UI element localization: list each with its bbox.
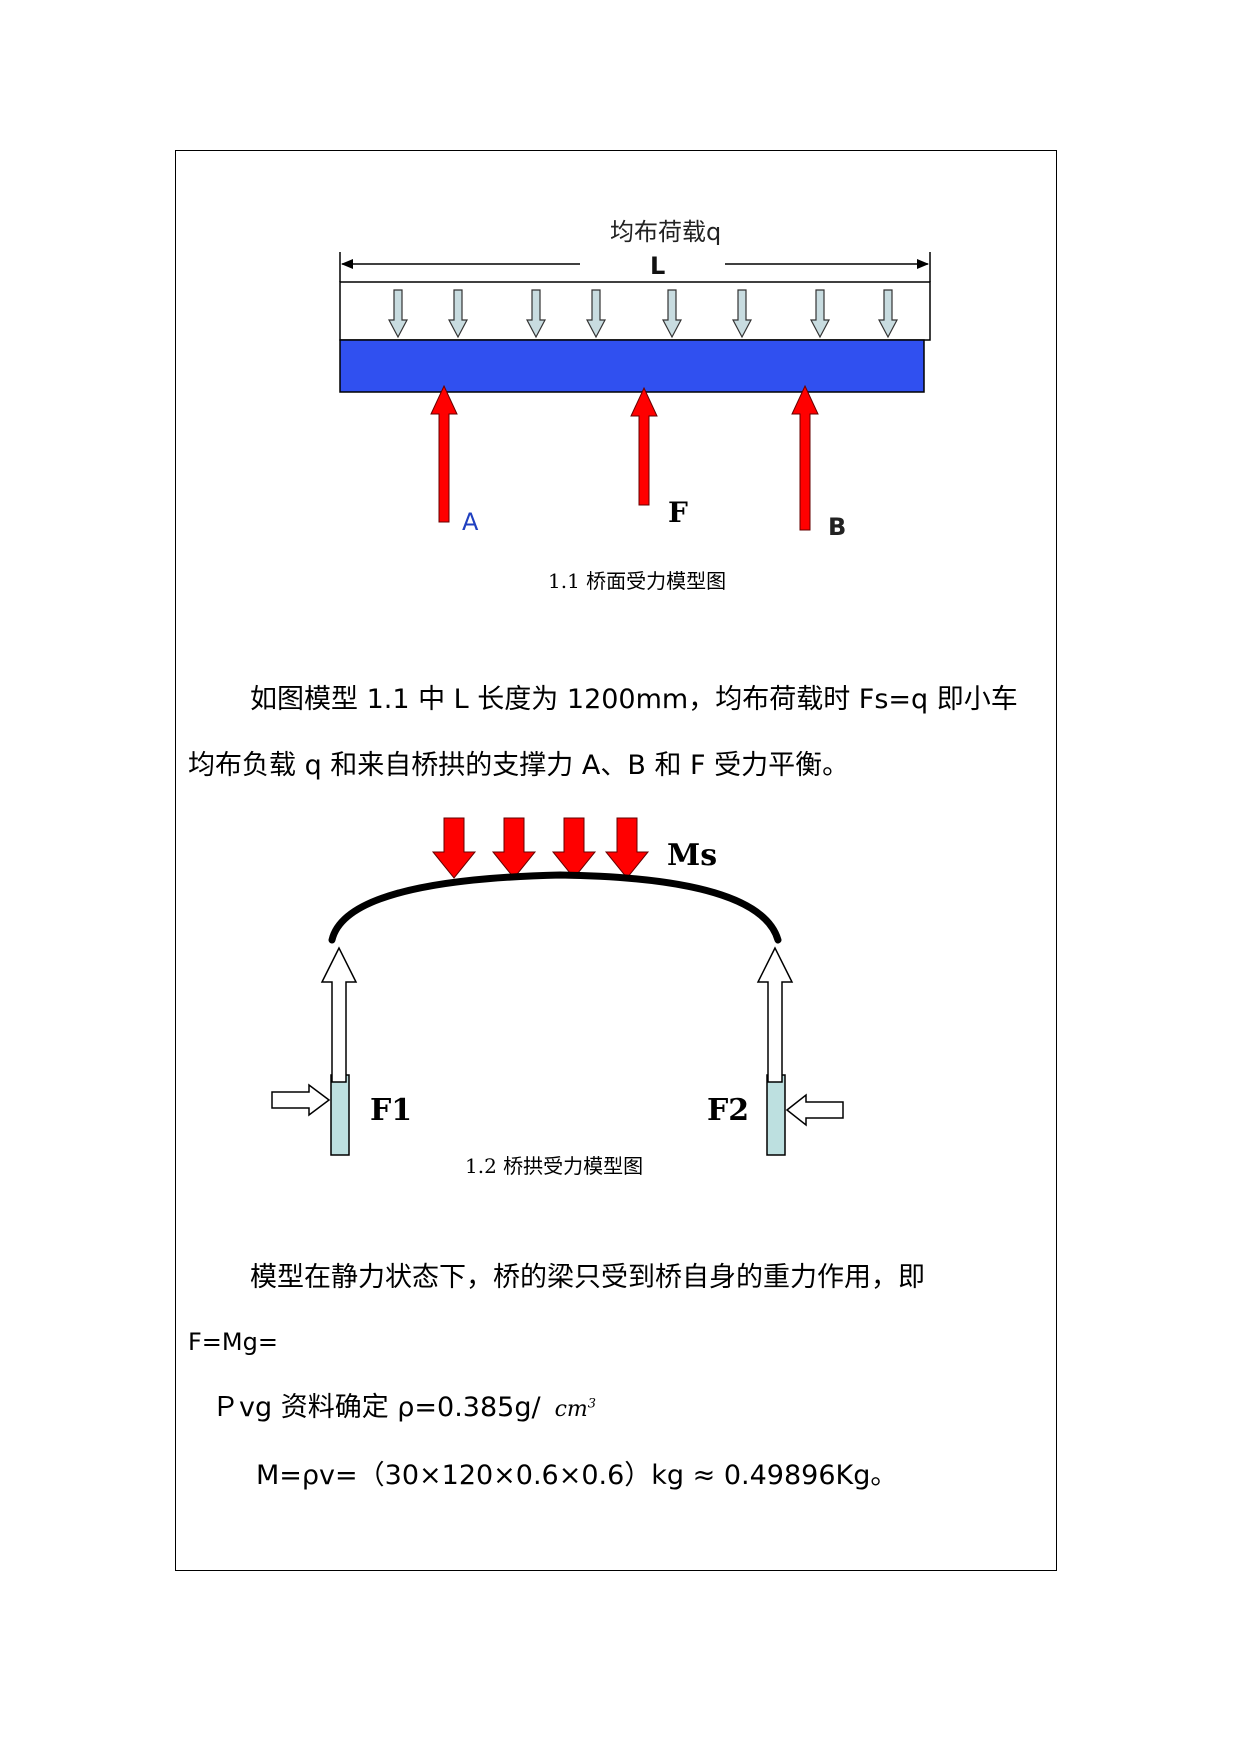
deck-force-diagram: 均布荷载q L A F B	[339, 218, 931, 541]
horizontal-arrow-f2	[785, 1093, 844, 1127]
support-arrow-a	[430, 384, 458, 523]
label-f: F	[668, 496, 688, 529]
paragraph1-line2: 均布负载 q 和来自桥拱的支撑力 A、B 和 F 受力平衡。	[188, 750, 850, 781]
support-arrow-shape	[791, 384, 819, 531]
arch-force-diagram: Ms F1 F2	[271, 817, 844, 1156]
ms-arrow-2	[491, 817, 537, 879]
load-box	[339, 281, 931, 341]
figure1-caption: 1.1 桥面受力模型图	[548, 569, 727, 593]
load-arrow-5	[662, 289, 682, 339]
label-f1: F1	[370, 1093, 412, 1128]
paragraph1-line1: 如图模型 1.1 中 L 长度为 1200mm，均布荷载时 Fs=q 即小车	[250, 684, 1018, 715]
figure2-caption: 1.2 桥拱受力模型图	[465, 1154, 644, 1178]
vertical-arrow-f1	[320, 946, 358, 1083]
support-arrow-f	[630, 386, 658, 506]
load-arrow-4	[586, 289, 606, 339]
post-left	[330, 1074, 350, 1156]
label-ms: Ms	[667, 838, 717, 873]
label-f2: F2	[707, 1093, 749, 1128]
arch-load-arrows	[431, 817, 650, 879]
label-b: B	[828, 513, 846, 541]
vertical-arrow-f2	[756, 946, 794, 1083]
paragraph2-line4: M=ρv=（30×120×0.6×0.6）kg ≈ 0.49896Kg。	[256, 1460, 898, 1491]
distributed-load-arrows	[388, 289, 898, 339]
density-text: Ｐvg 资料确定 ρ=0.385g/	[212, 1392, 541, 1423]
dimension-arrowhead-right	[917, 259, 929, 269]
unit-exponent: 3	[587, 1396, 597, 1412]
arch-curve	[328, 871, 782, 944]
paragraph2-line1: 模型在静力状态下，桥的梁只受到桥自身的重力作用，即	[250, 1262, 925, 1293]
beam	[339, 339, 925, 393]
label-a: A	[462, 508, 479, 536]
load-arrow-3	[526, 289, 546, 339]
content-frame	[175, 150, 1057, 1571]
horizontal-arrow-f1	[271, 1083, 331, 1117]
support-arrow-shape	[430, 384, 458, 523]
load-arrow-2	[448, 289, 468, 339]
support-arrow-shape	[630, 386, 658, 506]
support-arrow-b	[791, 384, 819, 531]
load-arrow-1	[388, 289, 408, 339]
load-arrow-6	[732, 289, 752, 339]
ms-arrow-1	[431, 817, 477, 879]
post-right	[766, 1074, 786, 1156]
length-label: L	[650, 252, 665, 280]
load-label: 均布荷载q	[610, 218, 721, 246]
ms-arrow-3	[551, 817, 597, 879]
density-unit: cm3	[555, 1397, 596, 1422]
paragraph2-line3: Ｐvg 资料确定 ρ=0.385g/cm3	[212, 1394, 596, 1421]
ms-arrow-4	[604, 817, 650, 879]
load-arrow-8	[878, 289, 898, 339]
paragraph2-line2: F=Mg=	[188, 1328, 278, 1356]
dimension-arrowhead-left	[341, 259, 353, 269]
load-arrow-7	[810, 289, 830, 339]
unit-base: cm	[554, 1397, 588, 1422]
